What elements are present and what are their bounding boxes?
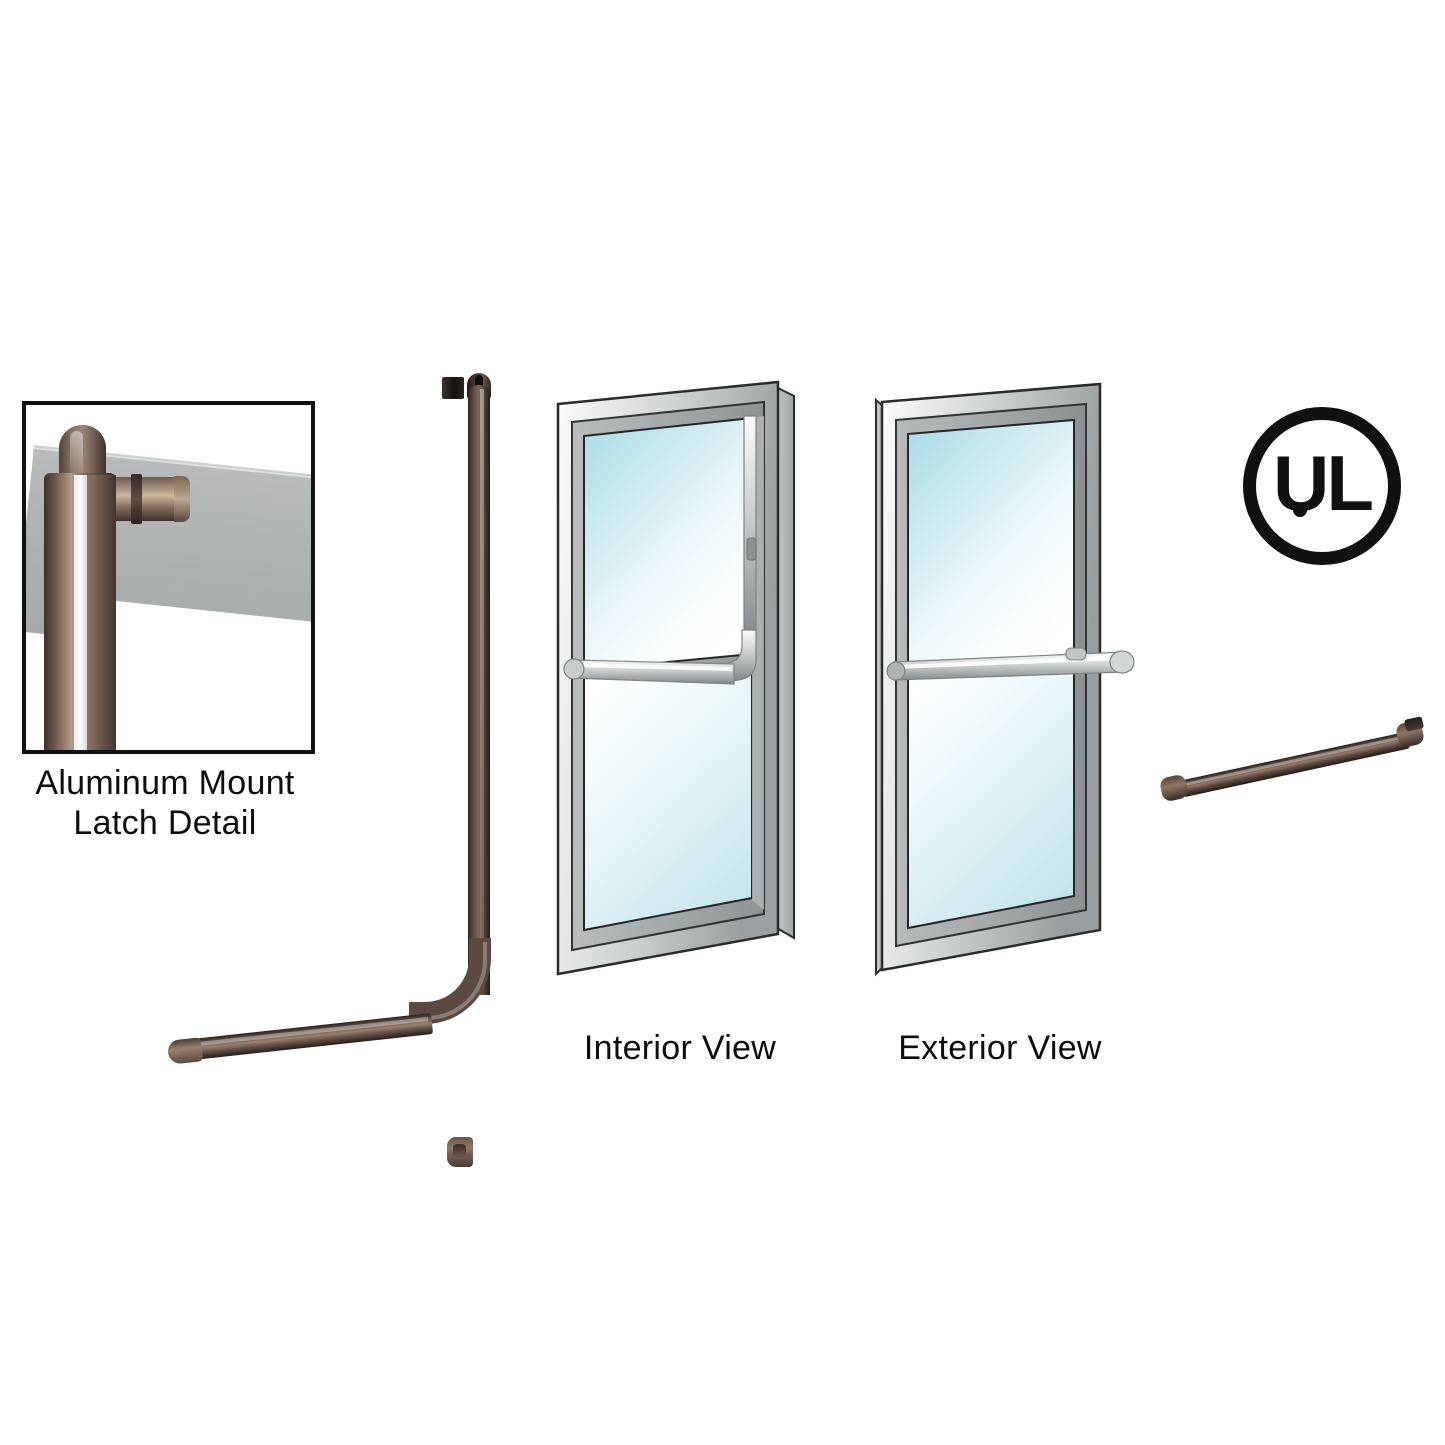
detail-latch-cap-highlight [70,431,83,477]
panic-bar-highlight [574,663,732,671]
latch-detail-caption: Aluminum Mount Latch Detail [35,764,295,843]
panic-bar-bracket-face [453,1144,466,1159]
bronze-pull-handle [1155,700,1435,830]
ul-listed-mark-icon: UL [1243,407,1401,565]
door-exterior-caption: Exterior View [898,1029,1102,1067]
pull-handle-right-standoff [1065,647,1087,661]
latch-detail-panel [22,401,315,754]
panic-bar-latch-keeper [746,537,757,561]
pull-handle-highlight [896,655,1122,669]
pull-handle-left-standoff [886,661,906,681]
door-exterior-view [868,378,1136,998]
glass-panel-lower [583,664,753,932]
detail-tube-right-face [87,475,116,750]
panic-bar-top-notch [475,375,483,388]
panic-bar-end-cap [166,1037,204,1065]
ul-registered-dot [1293,503,1307,517]
door-interior-svg [556,380,795,976]
bronze-panic-bar [150,365,525,1167]
glass-panel-upper [583,416,753,672]
detail-stud-collar [131,474,142,524]
bronze-pull-handle-left-foot [1158,773,1190,803]
ul-circle-outline [1243,407,1401,565]
detail-stud-endcap [174,476,190,522]
panic-bar-elbow-highlight [413,942,487,1020]
ul-letters: UL [1273,439,1374,527]
glass-panel-upper [907,418,1075,670]
door-exterior-svg [875,382,1135,977]
panic-bar-vertical-highlight [480,389,484,989]
door-interior-caption: Interior View [583,1029,777,1067]
detail-tube-reflection [74,475,87,750]
glass-panel-lower [907,664,1075,930]
pull-handle-right-endcap [1109,650,1135,674]
door-interior-view [548,378,816,998]
panic-bar-latch-block [442,377,464,399]
bronze-pull-handle-highlight [1185,735,1405,786]
panic-bar-vertical-segment [743,415,757,645]
panic-bar-vertical-run [468,385,490,995]
panic-bar-left-endcap [563,658,585,680]
latch-detail-photo [26,405,311,750]
